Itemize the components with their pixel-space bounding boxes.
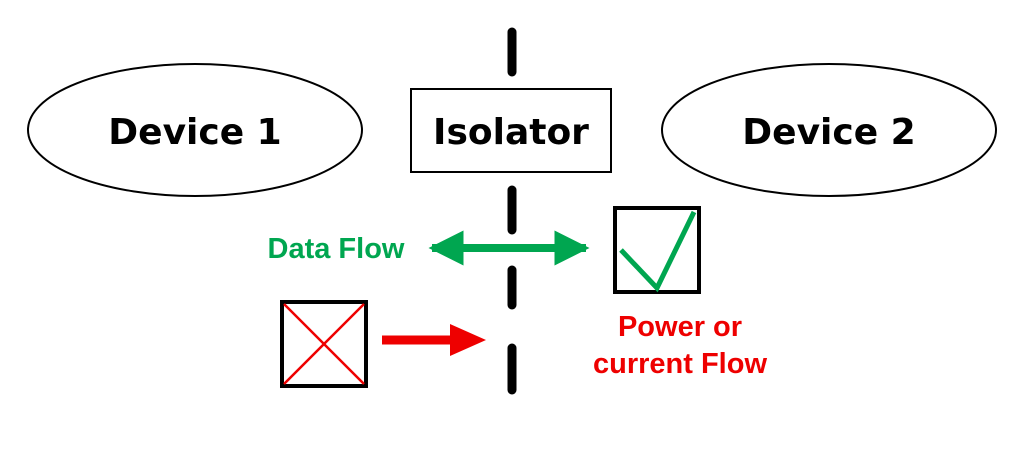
check-icon [613,206,701,294]
data-flow-label: Data Flow [268,233,405,265]
device-1-node: Device 1 [27,63,363,197]
isolator-label: Isolator [433,112,589,153]
power-flow-arrow [382,324,486,356]
device-2-label: Device 2 [742,112,915,153]
cross-icon [280,300,368,388]
isolator-node: Isolator [410,88,612,173]
power-flow-label-line1: Power or [618,311,742,343]
device-2-node: Device 2 [661,63,997,197]
device-1-label: Device 1 [108,112,281,153]
power-flow-label-line2: current Flow [593,348,767,380]
